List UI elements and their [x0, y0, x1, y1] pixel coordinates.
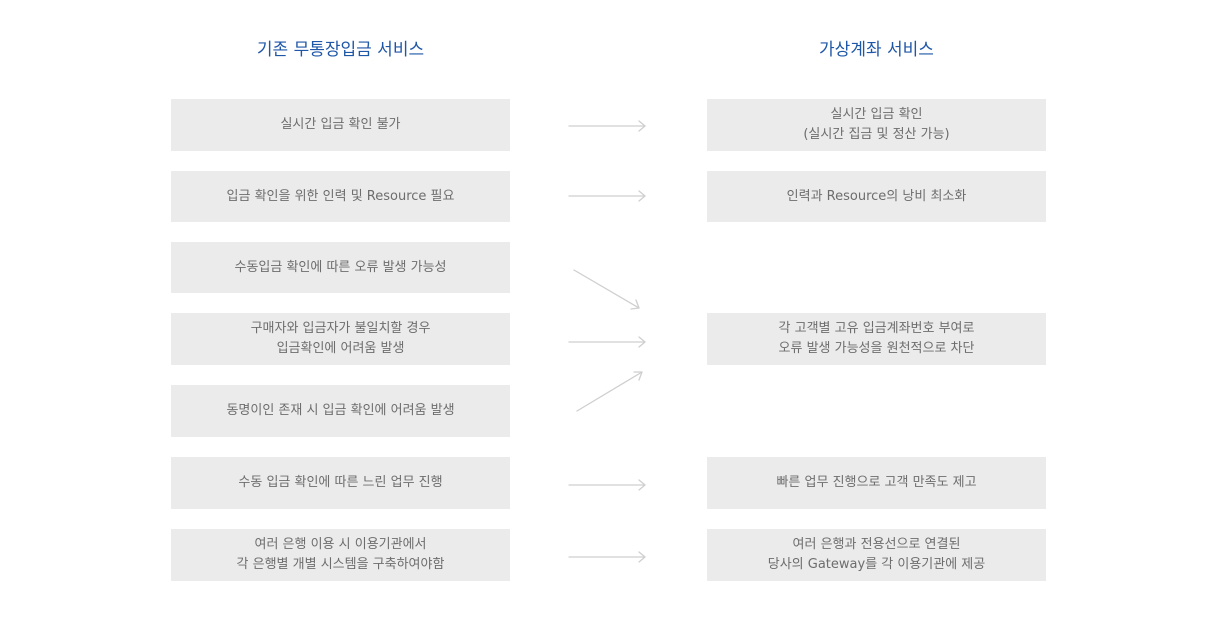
- benefit-item-line: 각 고객별 고유 입금계좌번호 부여로: [778, 321, 975, 336]
- legacy-item-mismatch: 구매자와 입금자가 불일치할 경우 입금확인에 어려움 발생: [171, 313, 510, 365]
- arrow-icon: [568, 479, 646, 491]
- benefit-item-unique-account: 각 고객별 고유 입금계좌번호 부여로 오류 발생 가능성을 원천적으로 차단: [707, 313, 1046, 365]
- legacy-item-same-name: 동명이인 존재 시 입금 확인에 어려움 발생: [171, 385, 510, 437]
- legacy-service-heading: 기존 무통장입금 서비스: [256, 40, 425, 60]
- benefit-item-line: 인력과 Resource의 낭비 최소화: [786, 188, 967, 204]
- arrow-icon: [576, 371, 643, 412]
- benefit-item-fast-work: 빠른 업무 진행으로 고객 만족도 제고: [707, 457, 1046, 509]
- legacy-item-realtime: 실시간 입금 확인 불가: [171, 99, 510, 151]
- legacy-item-line: 수동 입금 확인에 따른 느린 업무 진행: [238, 475, 443, 490]
- arrow-icon: [568, 336, 646, 348]
- legacy-item-line: 실시간 입금 확인 불가: [280, 117, 401, 132]
- arrow-icon: [568, 551, 646, 563]
- benefit-item-line: 오류 발생 가능성을 원천적으로 차단: [778, 341, 975, 356]
- benefit-item-gateway: 여러 은행과 전용선으로 연결된 당사의 Gateway를 각 이용기관에 제공: [707, 529, 1046, 581]
- arrow-icon: [573, 269, 640, 310]
- legacy-item-line: 입금 확인을 위한 인력 및 Resource 필요: [226, 188, 455, 204]
- legacy-item-line: 동명이인 존재 시 입금 확인에 어려움 발생: [226, 403, 455, 418]
- legacy-item-line: 수동입금 확인에 따른 오류 발생 가능성: [234, 259, 447, 275]
- legacy-item-manual-error: 수동입금 확인에 따른 오류 발생 가능성: [171, 242, 510, 293]
- benefit-item-line: 당사의 Gateway를 각 이용기관에 제공: [767, 557, 986, 572]
- arrow-icon: [568, 120, 646, 132]
- legacy-item-line: 구매자와 입금자가 불일치할 경우: [250, 321, 431, 336]
- benefit-item-line: 여러 은행과 전용선으로 연결된: [792, 537, 961, 552]
- legacy-item-slow-work: 수동 입금 확인에 따른 느린 업무 진행: [171, 457, 510, 509]
- benefit-item-line: 빠른 업무 진행으로 고객 만족도 제고: [776, 475, 977, 490]
- virtual-account-heading: 가상계좌 서비스: [819, 40, 934, 60]
- benefit-item-resource: 인력과 Resource의 낭비 최소화: [707, 171, 1046, 222]
- arrow-icon: [568, 190, 646, 202]
- benefit-item-line: 실시간 입금 확인: [830, 107, 923, 122]
- legacy-item-multi-bank: 여러 은행 이용 시 이용기관에서 각 은행별 개별 시스템을 구축하여야함: [171, 529, 510, 581]
- legacy-item-line: 여러 은행 이용 시 이용기관에서: [254, 537, 427, 552]
- benefit-item-realtime: 실시간 입금 확인 (실시간 집금 및 정산 가능): [707, 99, 1046, 151]
- legacy-item-resource: 입금 확인을 위한 인력 및 Resource 필요: [171, 171, 510, 222]
- benefit-item-line: (실시간 집금 및 정산 가능): [803, 127, 950, 142]
- legacy-item-line: 입금확인에 어려움 발생: [276, 341, 405, 356]
- legacy-item-line: 각 은행별 개별 시스템을 구축하여야함: [236, 557, 445, 572]
